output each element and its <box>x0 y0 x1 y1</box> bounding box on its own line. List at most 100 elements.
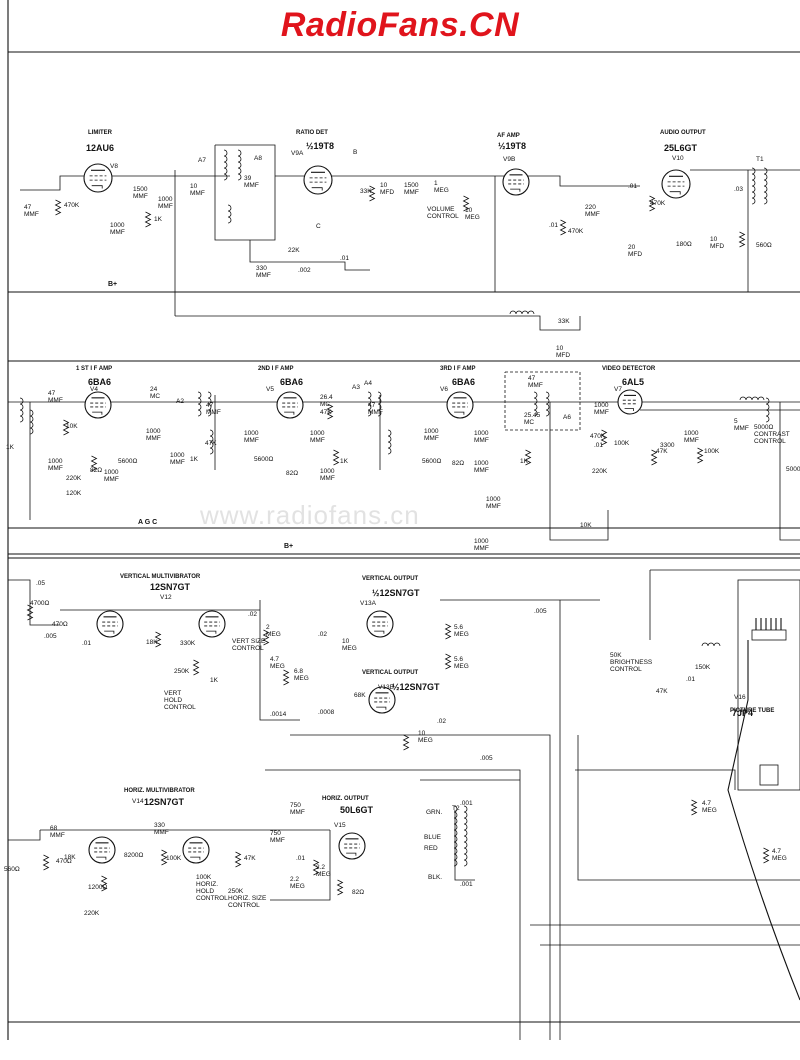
if3-can-box <box>504 371 581 431</box>
value-label: 4.7 MEG <box>702 800 717 814</box>
audio-filter-wire <box>510 315 581 331</box>
ref-v6: V6 <box>440 386 448 393</box>
stage-audio-output: AUDIO OUTPUT <box>660 130 706 136</box>
stage-vert-multi: VERTICAL MULTIVIBRATOR <box>120 574 201 580</box>
value-label: 1000 MMF <box>110 222 125 236</box>
coil-icon <box>223 149 228 181</box>
value-label: 750 MMF <box>270 830 285 844</box>
resistor-icon <box>54 199 62 216</box>
value-label: .005 <box>534 608 547 615</box>
value-label: 5600Ω <box>118 458 138 465</box>
tube-vert-out-1-type: ½12SN7GT <box>372 588 420 598</box>
value-label: 750 MMF <box>290 802 305 816</box>
horiz-sync-wire <box>8 830 41 841</box>
tube-envelope-icon <box>96 610 124 638</box>
value-label: 470K <box>568 228 584 235</box>
ref-a2: A2 <box>176 398 184 405</box>
limiter-signal-wire <box>20 175 230 191</box>
af-plate-wire <box>520 175 640 187</box>
resistor-icon <box>762 847 770 864</box>
value-label: 5 MMF <box>734 418 749 432</box>
resistor-icon <box>336 879 344 896</box>
value-label: 1200Ω <box>88 884 108 891</box>
value-label: 24 MC <box>150 386 161 400</box>
resistor-icon <box>100 875 108 892</box>
lead-label: GRN. <box>426 809 443 816</box>
ref-t2: T2 <box>452 805 460 812</box>
faint-watermark: www.radiofans.cn <box>200 500 420 530</box>
tube-envelope-icon <box>661 169 691 199</box>
value-label: .01 <box>594 442 604 449</box>
value-label: 5.6 MEG <box>454 656 469 670</box>
value-label: 250K <box>174 668 190 675</box>
resistor-icon <box>62 419 70 436</box>
vert-output-bus <box>290 734 551 1040</box>
tube-envelope-icon <box>276 391 304 419</box>
yoke-coil-connector <box>454 810 475 881</box>
value-label: .03 <box>734 186 744 193</box>
vert-size-wire <box>259 600 300 721</box>
value-label: 10 MEG <box>342 638 357 652</box>
stage-horiz-output: HORIZ. OUTPUT <box>322 796 369 802</box>
tube-if1-type: 6BA6 <box>88 377 112 387</box>
value-label: 18K <box>146 639 158 646</box>
value-label: 1500 MMF <box>404 182 419 196</box>
resistor-icon <box>444 623 452 640</box>
value-label: 1 MEG <box>434 180 449 194</box>
resistor-icon <box>326 403 334 420</box>
ref-v14: V14 <box>132 798 144 805</box>
value-label: 1000 MMF <box>474 538 489 552</box>
tube-crt-type: 7JP4 <box>732 708 754 718</box>
value-label: 82Ω <box>452 460 465 467</box>
ref-a4: A4 <box>364 380 372 387</box>
value-label: 180Ω <box>676 241 692 248</box>
crt-enclosure <box>737 579 800 791</box>
value-label: 5600Ω <box>254 456 274 463</box>
coil-icon <box>765 397 770 423</box>
coil-icon <box>739 396 765 401</box>
value-label: 10 MFD <box>710 236 725 250</box>
stage-af-amp: AF AMP <box>497 133 520 139</box>
tube-vert-multi-type: 12SN7GT <box>150 582 191 592</box>
ref-v13a: V13A <box>360 600 376 607</box>
value-label: 470Ω <box>52 621 68 628</box>
coil-icon <box>19 397 24 423</box>
value-label: 3300 <box>660 442 675 449</box>
value-label: 1000 MMF <box>684 430 699 444</box>
tube-envelope-icon <box>88 836 116 864</box>
value-label: 1000 MMF <box>474 460 489 474</box>
value-label: 68 MMF <box>50 825 65 839</box>
resistor-icon <box>524 449 532 466</box>
resistor-icon <box>160 849 168 866</box>
value-label: 120K <box>66 490 82 497</box>
value-label: 150K <box>695 664 711 671</box>
ref-v13b: V13B <box>378 684 394 691</box>
value-label: 39 MMF <box>244 175 259 189</box>
horiz-output-wire <box>270 830 331 901</box>
value-label: 560Ω <box>4 866 20 873</box>
tube-envelope-icon <box>446 391 474 419</box>
stage-vert-output-1: VERTICAL OUTPUT <box>362 576 419 582</box>
resistor-icon <box>332 449 340 466</box>
ref-a6: A6 <box>563 414 571 421</box>
value-label: 8200Ω <box>124 852 144 859</box>
value-label: 10 MEG <box>418 730 433 744</box>
value-label: 2.2 MEG <box>316 864 331 878</box>
value-label: 4700Ω <box>30 600 50 607</box>
resistor-icon <box>559 219 567 236</box>
value-label: 220K <box>66 475 82 482</box>
stage-ratio-det: RATIO DET <box>296 130 328 136</box>
value-label: 10 MEG <box>465 207 480 221</box>
value-label: 1K <box>520 458 528 465</box>
picture-tube-outline <box>727 640 800 1001</box>
coil-icon <box>387 429 392 455</box>
value-label: 5000 <box>786 466 800 473</box>
contrast-wire <box>779 402 800 541</box>
stage-if2: 2ND I F AMP <box>258 366 294 372</box>
value-label: .01 <box>296 855 306 862</box>
value-label: 82Ω <box>286 470 299 477</box>
value-label: 10K <box>580 522 592 529</box>
value-label: 5000Ω CONTRAST CONTROL <box>754 424 790 445</box>
picture-tube-socket <box>751 629 787 641</box>
value-label: 1000 MMF <box>320 468 335 482</box>
